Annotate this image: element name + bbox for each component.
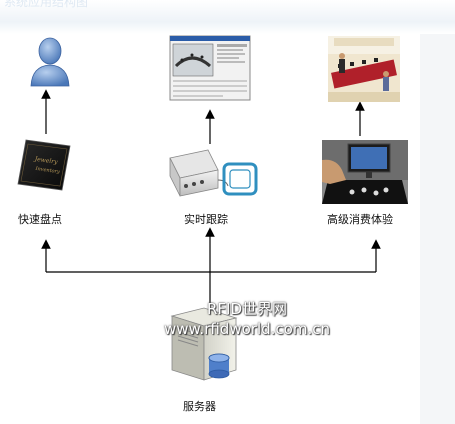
server-icon xyxy=(170,307,238,381)
diagram-header: 系统应用结构图 xyxy=(4,0,89,9)
label-realtime-tracking: 实时跟踪 xyxy=(184,213,228,226)
rfid-card-icon: Jewelry Inventory xyxy=(17,139,71,191)
user-icon xyxy=(30,37,70,87)
top-band: 系统应用结构图 xyxy=(0,0,455,34)
svg-text:Inventory: Inventory xyxy=(34,166,60,176)
rfid-reader-icon xyxy=(169,149,258,197)
label-quick-inventory: 快速盘点 xyxy=(18,213,62,226)
svg-text:Jewelry: Jewelry xyxy=(32,155,58,165)
tracking-screenshot-icon xyxy=(169,35,251,101)
label-premium-experience: 高级消费体验 xyxy=(327,213,393,226)
watermark-line1: RFID世界网 xyxy=(207,300,288,318)
store-display-photo xyxy=(328,36,400,102)
label-server: 服务器 xyxy=(183,400,216,413)
side-band xyxy=(420,34,455,424)
touch-table-photo xyxy=(322,140,408,204)
watermark-line2: www.rfidworld.com.cn xyxy=(164,320,330,338)
